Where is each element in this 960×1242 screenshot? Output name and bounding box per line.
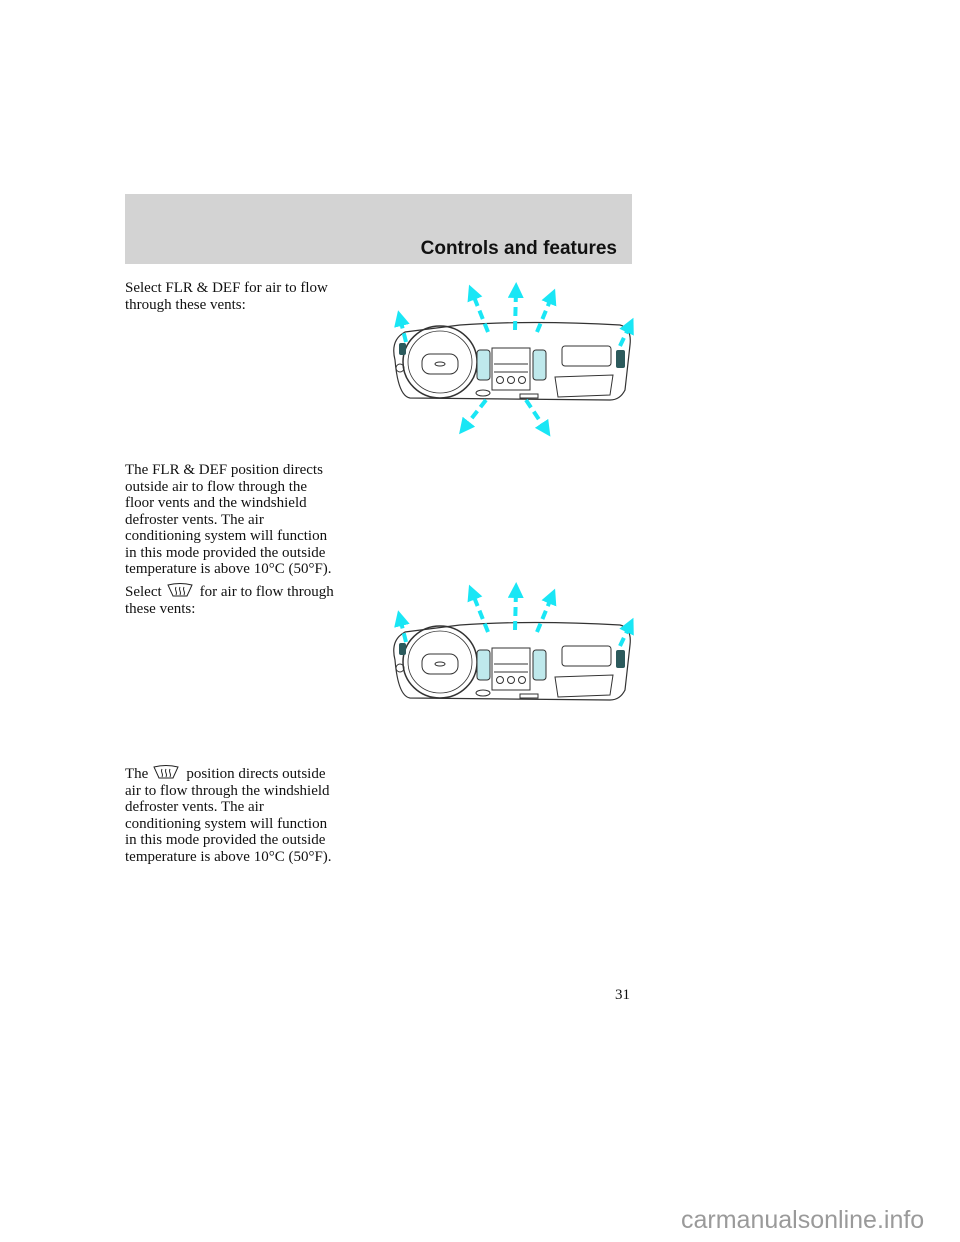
page-number: 31	[615, 987, 630, 1003]
airflow-arrow	[524, 398, 551, 437]
text-line: conditioning system will function	[125, 528, 328, 544]
text: Select	[125, 584, 162, 600]
airflow-arrow	[618, 617, 634, 647]
text-line: temperature is above 10°C (50°F).	[125, 848, 332, 865]
text-line: floor vents and the windshield	[125, 495, 307, 511]
windshield-defrost-icon	[166, 583, 193, 597]
dashboard-flr-def-illustration	[393, 282, 634, 437]
airflow-arrow	[467, 284, 490, 333]
text-line: in this mode provided the outside	[125, 832, 326, 848]
dashboard-defrost-illustration	[393, 582, 634, 701]
section-header-band: Controls and features	[125, 194, 632, 264]
section-title: Controls and features	[420, 238, 617, 259]
text: The	[125, 766, 149, 782]
paragraph-flr-def-description: The FLR & DEF position directs outside a…	[125, 462, 375, 578]
text-line: Select FLR & DEF for air to flow	[125, 280, 328, 296]
airflow-arrow	[459, 398, 488, 435]
text-line: defroster vents. The air	[125, 511, 264, 528]
text-line: in this mode provided the outside	[125, 544, 326, 561]
airflow-arrow	[467, 584, 490, 633]
text: for air to flow through	[199, 584, 334, 600]
text-line: these vents:	[125, 600, 196, 617]
text: position directs outside	[186, 766, 326, 782]
text-line: defroster vents. The air	[125, 799, 264, 815]
text-line: outside air to flow through the	[125, 478, 308, 495]
text-line: conditioning system will function	[125, 815, 328, 832]
text-line: through these vents:	[125, 296, 246, 313]
airflow-arrow	[535, 588, 557, 633]
airflow-arrow	[507, 582, 524, 631]
windshield-defrost-icon	[153, 765, 180, 779]
airflow-arrow	[507, 282, 524, 331]
text-line: The FLR & DEF position directs	[125, 462, 323, 478]
watermark: carmanualsonline.info	[681, 1206, 925, 1234]
text-line: temperature is above 10°C (50°F).	[125, 561, 332, 577]
paragraph-defrost-intro: Select for air to flow through these vent…	[125, 583, 375, 617]
text-line: air to flow through the windshield	[125, 782, 330, 799]
airflow-arrow	[394, 610, 410, 643]
airflow-arrow	[394, 310, 410, 343]
airflow-arrow	[535, 288, 557, 333]
paragraph-defrost-description: The position directs outside air to flow …	[125, 765, 375, 865]
airflow-arrow	[618, 317, 634, 347]
paragraph-flr-def-intro: Select FLR & DEF for air to flow through…	[125, 280, 375, 313]
